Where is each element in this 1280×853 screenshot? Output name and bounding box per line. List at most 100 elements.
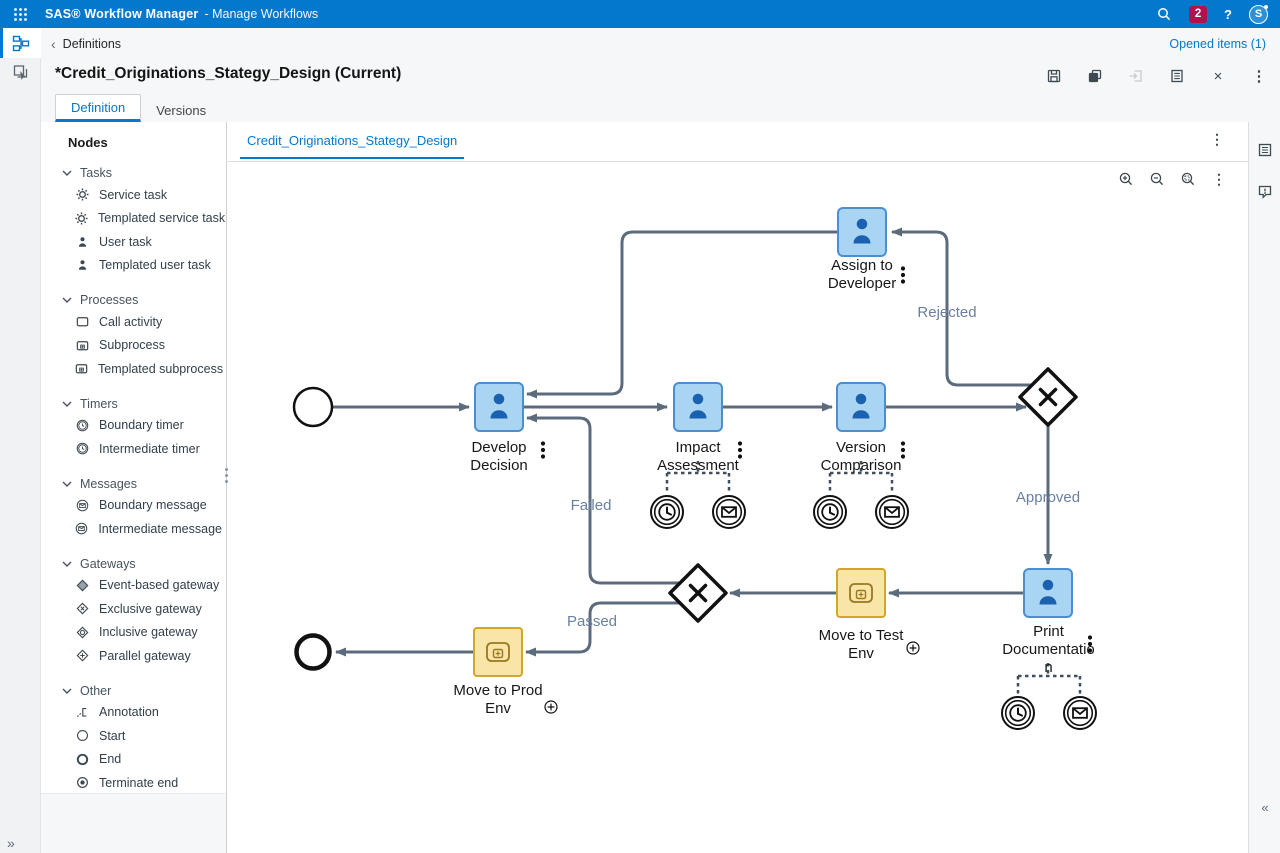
search-button[interactable] — [1156, 6, 1172, 22]
palette-item-subprocess[interactable]: Subprocess — [74, 334, 222, 358]
section-messages[interactable]: Messages — [62, 474, 222, 494]
templated-subprocess-icon — [74, 361, 89, 376]
expand-left-rail-button[interactable]: » — [7, 835, 15, 851]
flow-assign-to-develop — [526, 230, 838, 399]
node-label-print: Print Documentation — [1002, 623, 1095, 676]
node-print-documentation[interactable] — [1023, 568, 1073, 618]
canvas-tab-menu-button[interactable]: ⋮ — [1210, 131, 1224, 147]
palette-item-templated-subprocess[interactable]: Templated subprocess — [74, 357, 224, 381]
item-label: Start — [99, 728, 126, 743]
section-timers[interactable]: Timers — [62, 394, 222, 414]
boundary-timer-print[interactable] — [1001, 696, 1035, 730]
palette-item-end[interactable]: End — [74, 748, 222, 772]
sequence-flows[interactable] — [332, 227, 1053, 657]
palette-item-boundary-message[interactable]: Boundary message — [74, 494, 222, 518]
item-label: User task — [99, 234, 152, 249]
event-based-gateway-icon — [74, 578, 90, 593]
terminate-end-icon — [74, 775, 90, 790]
properties-button[interactable] — [1168, 67, 1186, 85]
palette-item-boundary-timer[interactable]: Boundary timer — [74, 414, 222, 438]
tab-versions[interactable]: Versions — [156, 103, 207, 118]
notifications-badge[interactable]: 2 — [1189, 5, 1208, 23]
templated-service-task-icon — [74, 211, 89, 226]
palette-item-call-activity[interactable]: Call activity — [74, 310, 222, 334]
workflow-icon — [12, 35, 29, 51]
node-develop-decision[interactable] — [474, 382, 524, 432]
chevron-down-icon — [62, 170, 72, 176]
zoom-out-button[interactable] — [1148, 171, 1166, 189]
node-impact-assessment[interactable] — [673, 382, 723, 432]
avatar[interactable]: S — [1249, 4, 1268, 24]
item-label: Service task — [99, 187, 168, 202]
tab-definition[interactable]: Definition — [55, 94, 142, 122]
workflow-diagram[interactable]: Assign to Developer Develop Decision Imp… — [237, 195, 1248, 853]
palette-item-start[interactable]: Start — [74, 724, 222, 748]
item-label: Event-based gateway — [99, 578, 220, 593]
copy-button[interactable] — [1086, 67, 1104, 85]
palette-item-user-task[interactable]: User task — [74, 230, 222, 254]
node-version-comparison[interactable] — [836, 382, 886, 432]
palette-item-templated-service-task[interactable]: Templated service task — [74, 207, 225, 231]
boundary-message-icon — [74, 498, 90, 513]
breadcrumb[interactable]: ‹ Definitions — [51, 37, 121, 51]
close-button[interactable]: × — [1213, 67, 1223, 85]
palette-item-intermediate-message[interactable]: Intermediate message — [74, 517, 222, 541]
templated-user-task-icon — [74, 258, 90, 272]
palette-item-exclusive-gateway[interactable]: Exclusive gateway — [74, 597, 222, 621]
node-assign-to-developer[interactable] — [837, 207, 887, 257]
export-icon — [1129, 70, 1142, 82]
section-other[interactable]: Other — [62, 681, 222, 701]
sidebar-item-manage-workflows[interactable] — [0, 28, 41, 58]
item-label: Terminate end — [99, 775, 179, 790]
end-event[interactable] — [294, 633, 332, 671]
node-move-to-prod-env[interactable] — [473, 627, 523, 677]
boundary-timer-version[interactable] — [813, 495, 847, 529]
boundary-message-impact[interactable] — [712, 495, 746, 529]
boundary-message-print[interactable] — [1063, 696, 1097, 730]
item-label: Annotation — [99, 705, 159, 720]
start-event[interactable] — [292, 386, 334, 428]
palette-item-templated-user-task[interactable]: Templated user task — [74, 254, 222, 278]
palette-item-intermediate-timer[interactable]: Intermediate timer — [74, 437, 222, 461]
opened-items-link[interactable]: Opened items (1) — [1169, 37, 1266, 51]
section-tasks[interactable]: Tasks — [62, 163, 222, 183]
section-label: Timers — [80, 396, 118, 411]
gateway-review-decision[interactable] — [1018, 367, 1078, 427]
content-area: Nodes Tasks Service task Templated servi… — [41, 122, 1280, 853]
palette-item-service-task[interactable]: Service task — [74, 183, 222, 207]
zoom-fit-icon — [1181, 172, 1194, 186]
zoom-fit-button[interactable] — [1179, 171, 1197, 189]
gateway-test-result[interactable] — [668, 563, 728, 623]
canvas-more-button[interactable]: ⋮ — [1212, 171, 1226, 187]
save-button[interactable] — [1045, 67, 1063, 85]
palette-item-inclusive-gateway[interactable]: Inclusive gateway — [74, 621, 222, 645]
chevron-down-icon — [62, 481, 72, 487]
section-processes[interactable]: Processes — [62, 290, 222, 310]
node-move-to-test-env[interactable] — [836, 568, 886, 618]
search-icon — [1158, 8, 1171, 21]
item-label: Call activity — [99, 314, 163, 329]
sidebar-item-templates[interactable] — [0, 58, 41, 88]
palette-item-parallel-gateway[interactable]: Parallel gateway — [74, 644, 222, 668]
palette-item-event-based-gateway[interactable]: Event-based gateway — [74, 574, 222, 598]
palette-item-annotation[interactable]: Annotation — [74, 701, 222, 725]
canvas-toolbar: ⋮ — [228, 163, 1248, 196]
nodes-panel-title: Nodes — [68, 135, 108, 150]
chevron-down-icon — [62, 401, 72, 407]
help-button[interactable]: ? — [1224, 6, 1232, 22]
more-options-button[interactable]: ⋮ — [1251, 68, 1267, 85]
section-gateways[interactable]: Gateways — [62, 554, 222, 574]
collapse-right-rail-button[interactable]: « — [1261, 800, 1269, 815]
canvas-tab-definition[interactable]: Credit_Originations_Stategy_Design — [240, 133, 465, 159]
boundary-message-version[interactable] — [875, 495, 909, 529]
zoom-in-button[interactable] — [1117, 171, 1135, 189]
inclusive-gateway-icon — [74, 625, 90, 640]
palette-resize-handle[interactable] — [222, 468, 231, 483]
palette-item-terminate-end[interactable]: Terminate end — [74, 771, 222, 793]
boundary-timer-impact[interactable] — [650, 495, 684, 529]
item-label: Parallel gateway — [99, 648, 191, 663]
item-label: Templated subprocess — [98, 361, 224, 376]
app-switcher-button[interactable] — [0, 7, 41, 22]
comments-panel-button[interactable] — [1249, 178, 1280, 206]
properties-panel-button[interactable] — [1249, 136, 1280, 164]
